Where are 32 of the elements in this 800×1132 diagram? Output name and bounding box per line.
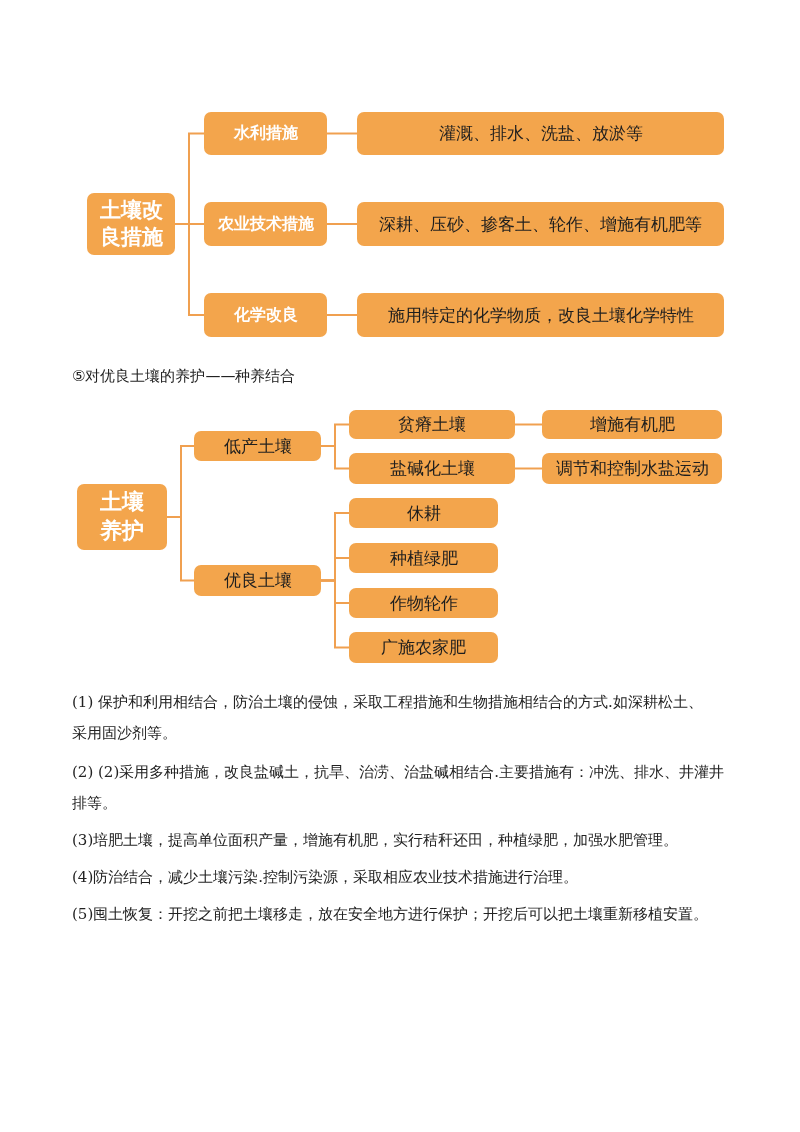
leaf-box: 作物轮作 — [349, 588, 498, 618]
branch-box: 水利措施 — [204, 112, 327, 155]
connector-line — [514, 467, 543, 470]
paragraph: (5)囤土恢复：开挖之前把土壤移走，放在安全地方进行保护；开挖后可以把土壤重新移植安置。 — [72, 904, 710, 925]
connector-line — [320, 579, 350, 649]
connector-line — [326, 132, 358, 135]
leaf-box: 盐碱化土壤 — [349, 453, 515, 484]
paragraph: (1) 保护和利用相结合，防治土壤的侵蚀，采取工程措施和生物措施相结合的方式.如深耕松土、采用固沙剂等。 — [72, 692, 704, 744]
connector-line — [166, 516, 195, 582]
paragraph: (4)防治结合，减少土壤污染.控制污染源，采取相应农业技术措施进行治理。 — [72, 867, 579, 888]
branch-box: 农业技术措施 — [204, 202, 327, 246]
connector-line — [326, 314, 358, 316]
leaf-box: 广施农家肥 — [349, 632, 498, 663]
leaf-box: 深耕、压砂、掺客土、轮作、增施有机肥等 — [357, 202, 724, 246]
connector-line — [326, 223, 358, 225]
connector-line — [174, 223, 205, 316]
paragraph: (3)培肥土壤，提高单位面积产量，增施有机肥，实行秸秆还田，种植绿肥，加强水肥管理。 — [72, 830, 680, 851]
leaf-box: 灌溉、排水、洗盐、放淤等 — [357, 112, 724, 155]
leaf-box: 施用特定的化学物质，改良土壤化学特性 — [357, 293, 724, 337]
connector-line — [514, 423, 543, 426]
paragraph: (2) (2)采用多种措施，改良盐碱土，抗旱、治涝、治盐碱相结合.主要措施有：冲洗、排水、井灌井排等。 — [72, 762, 726, 814]
branch-box: 优良土壤 — [194, 565, 321, 596]
leaf-box: 增施有机肥 — [542, 410, 722, 439]
leaf-box: 种植绿肥 — [349, 543, 498, 573]
leaf-box: 休耕 — [349, 498, 498, 528]
root-box: 土壤改良措施 — [87, 193, 175, 255]
root-box: 土壤养护 — [77, 484, 167, 550]
section-heading: ⑤对优良土壤的养护——种养结合 — [72, 366, 297, 386]
branch-box: 化学改良 — [204, 293, 327, 337]
leaf-box: 调节和控制水盐运动 — [542, 453, 722, 484]
branch-box: 低产土壤 — [194, 431, 321, 461]
leaf-box: 贫瘠土壤 — [349, 410, 515, 439]
